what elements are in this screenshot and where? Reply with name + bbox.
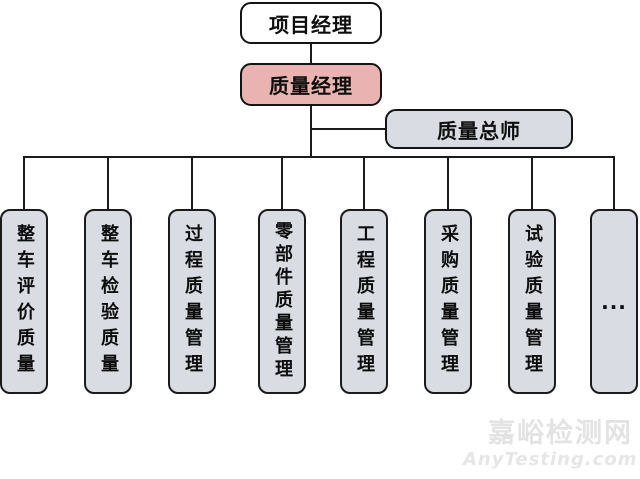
node-project-manager: 项目经理 [240, 2, 382, 44]
connector-branch-to-chief [311, 128, 385, 130]
connector-drop-5 [363, 156, 365, 209]
dept-parts-quality-management-label: 零部件质量管理 [272, 221, 293, 382]
watermark-site-domain: AnyTesting.com [463, 448, 638, 470]
connector-drop-8 [613, 156, 615, 209]
connector-manager-to-bus [310, 106, 312, 158]
dept-process-quality-management: 过程质量管理 [168, 209, 216, 394]
connector-drop-7 [531, 156, 533, 209]
dept-vehicle-evaluation-quality-label: 整车评价质量 [14, 223, 35, 380]
dept-vehicle-inspection-quality: 整车检验质量 [84, 209, 132, 394]
dept-test-quality-management: 试验质量管理 [508, 209, 556, 394]
connector-drop-6 [447, 156, 449, 209]
node-chief-quality-engineer-label: 质量总师 [437, 118, 521, 143]
dept-engineering-quality-management: 工程质量管理 [340, 209, 388, 394]
node-project-manager-label: 项目经理 [269, 12, 353, 37]
dept-parts-quality-management: 零部件质量管理 [258, 209, 306, 394]
dept-process-quality-management-label: 过程质量管理 [182, 223, 203, 380]
connector-drop-1 [23, 156, 25, 209]
node-quality-manager-label: 质量经理 [269, 74, 353, 98]
dept-engineering-quality-management-label: 工程质量管理 [354, 223, 375, 380]
node-quality-manager: 质量经理 [240, 63, 382, 106]
connector-root-to-manager [310, 44, 312, 63]
dept-procurement-quality-management: 采购质量管理 [424, 209, 472, 394]
dept-procurement-quality-management-label: 采购质量管理 [438, 223, 459, 380]
dept-test-quality-management-label: 试验质量管理 [522, 223, 543, 380]
dept-others-ellipsis: ... [590, 209, 638, 394]
dept-vehicle-evaluation-quality: 整车评价质量 [0, 209, 48, 394]
dept-vehicle-inspection-quality-label: 整车检验质量 [98, 223, 119, 380]
dept-others-ellipsis-label: ... [601, 289, 627, 314]
watermark-site-name: 嘉峪检测网 [488, 418, 633, 449]
watermark: 嘉峪检测网 AnyTesting.com [463, 418, 638, 470]
node-chief-quality-engineer: 质量总师 [385, 109, 573, 149]
connector-bus-line [23, 156, 615, 158]
connector-drop-2 [107, 156, 109, 209]
connector-drop-4 [281, 156, 283, 209]
connector-drop-3 [191, 156, 193, 209]
